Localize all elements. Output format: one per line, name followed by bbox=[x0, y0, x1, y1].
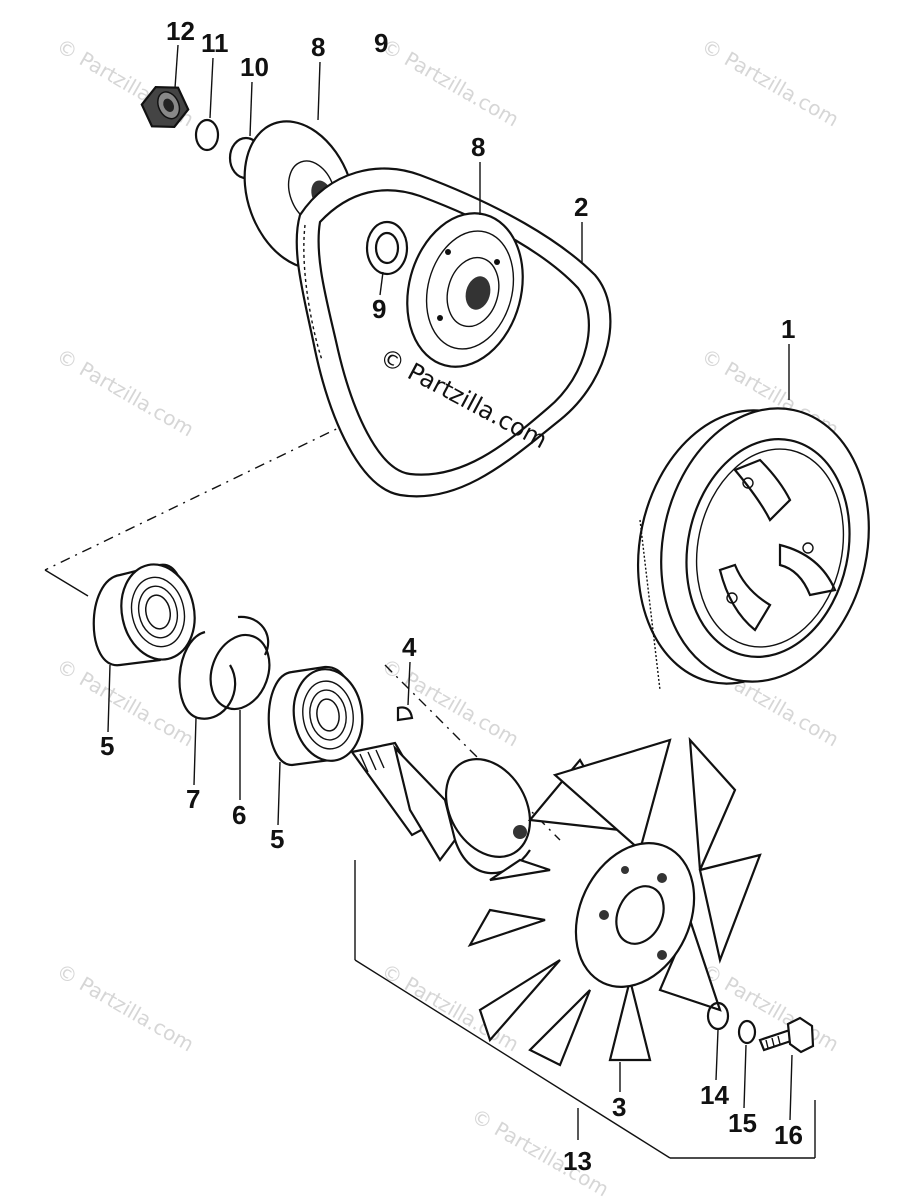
woodruff-key-icon bbox=[396, 706, 414, 722]
callout-15: 15 bbox=[728, 1108, 757, 1138]
callout-5-right: 5 bbox=[270, 824, 284, 854]
callout-9-lower: 9 bbox=[372, 294, 386, 324]
fan-shaft bbox=[350, 741, 532, 875]
bearing-icon bbox=[267, 665, 364, 767]
watermark-tile: © Partzilla.com bbox=[53, 654, 199, 752]
callout-6: 6 bbox=[232, 800, 246, 830]
callout-3: 3 bbox=[612, 1092, 626, 1122]
lock-washer-icon bbox=[737, 1019, 757, 1045]
retaining-ring-icon bbox=[209, 615, 271, 711]
drive-pulley bbox=[636, 407, 870, 691]
watermark-tile: © Partzilla.com bbox=[378, 654, 524, 752]
fan-icon bbox=[467, 736, 762, 1067]
spacer-washer-icon bbox=[365, 220, 409, 276]
watermark-tile: © Partzilla.com bbox=[698, 34, 844, 132]
watermark-tile: © Partzilla.com bbox=[53, 344, 199, 442]
callout-16: 16 bbox=[774, 1120, 803, 1150]
callout-11: 11 bbox=[201, 28, 229, 58]
callout-12: 12 bbox=[166, 16, 195, 46]
callout-5-left: 5 bbox=[100, 731, 114, 761]
flat-washer-icon bbox=[706, 1001, 730, 1031]
callout-9: 9 bbox=[374, 28, 388, 58]
hex-bolt-icon bbox=[758, 1016, 815, 1054]
callout-8-front: 8 bbox=[471, 132, 485, 162]
callout-10: 10 bbox=[240, 52, 269, 82]
hex-nut-icon bbox=[140, 85, 190, 129]
snap-ring-icon bbox=[178, 630, 237, 720]
callout-1: 1 bbox=[781, 314, 795, 344]
bearing-icon bbox=[92, 563, 196, 667]
center-lines bbox=[44, 327, 816, 1159]
callout-13: 13 bbox=[563, 1146, 592, 1176]
callout-2: 2 bbox=[574, 192, 588, 222]
callout-14: 14 bbox=[700, 1080, 729, 1110]
callout-4: 4 bbox=[402, 632, 417, 662]
callout-8-rear: 8 bbox=[311, 32, 325, 62]
callout-numbers: 12 11 10 8 9 8 2 9 1 4 5 7 6 5 3 14 15 1… bbox=[100, 16, 803, 1176]
watermark-tile: © Partzilla.com bbox=[378, 34, 524, 132]
watermark-tile: © Partzilla.com bbox=[53, 959, 199, 1057]
callout-7: 7 bbox=[186, 784, 200, 814]
pulley-icon bbox=[406, 212, 524, 368]
lock-washer-icon bbox=[194, 118, 220, 152]
